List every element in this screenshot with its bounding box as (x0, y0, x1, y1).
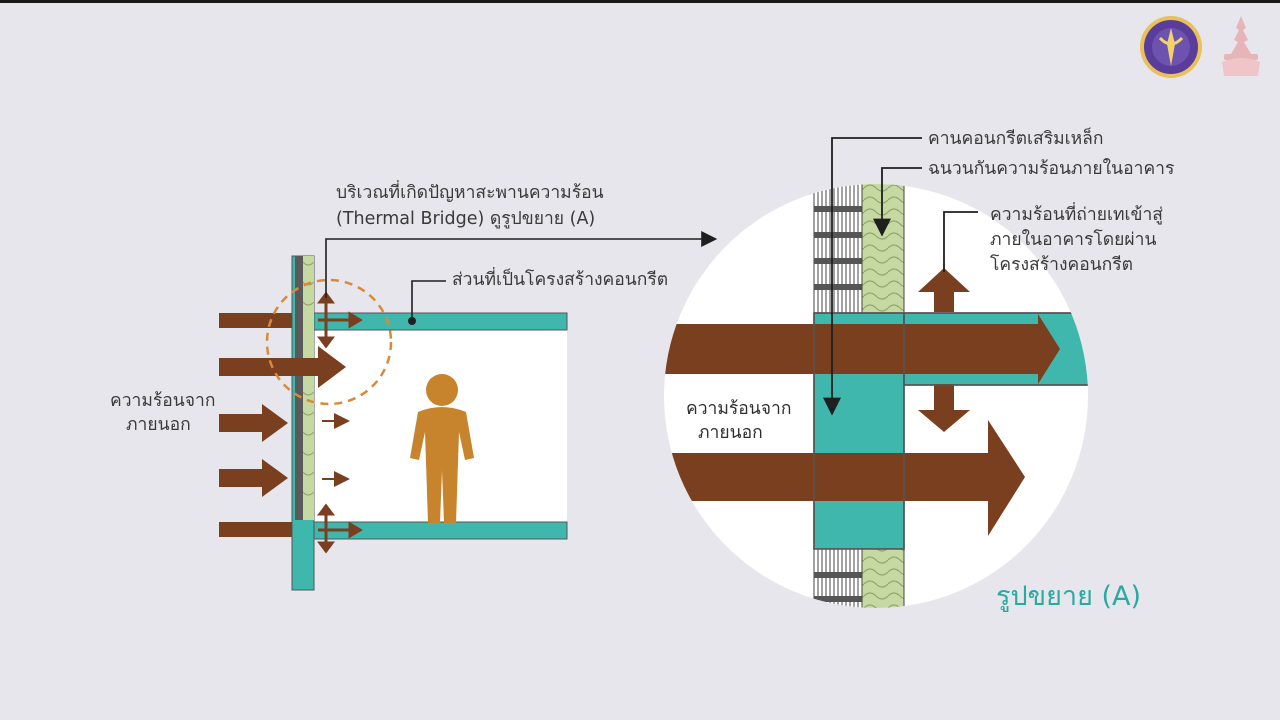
dark-wall-strip (295, 256, 303, 520)
beam-label: คานคอนกรีตเสริมเหล็ก (928, 129, 1104, 149)
person-icon (410, 374, 474, 523)
thermal-bridge-label-line2: (Thermal Bridge) ดูรูปขยาย (A) (336, 209, 596, 229)
thermal-bridge-label-line1: บริเวณที่เกิดปัญหาสะพานความร้อน (336, 183, 604, 203)
heat-transfer-label-line1: ความร้อนที่ถ่ายเทเข้าสู่ (990, 205, 1163, 225)
zoom-outside-heat-line1: ความร้อนจาก (686, 399, 792, 419)
thermal-bridge-highlight (265, 278, 393, 406)
left-outside-heat-line1: ความร้อนจาก (110, 391, 216, 411)
zoom-heat-arrows (664, 268, 1060, 536)
heat-transfer-label-line3: โครงสร้างคอนกรีต (990, 255, 1134, 275)
heat-transfer-label-line2: ภายในอาคารโดยผ่าน (990, 230, 1157, 250)
zoom-caption: รูปขยาย (A) (996, 581, 1142, 612)
wall-insulation (303, 256, 314, 520)
left-outside-heat-line2: ภายนอก (126, 415, 191, 435)
top-border-line (0, 0, 1280, 3)
university-seal-icon (1140, 16, 1202, 78)
concrete-structure-label: ส่วนที่เป็นโครงสร้างคอนกรีต (452, 270, 669, 290)
outside-heat-arrows (219, 313, 346, 537)
insulation-label: ฉนวนกันความร้อนภายในอาคาร (928, 159, 1175, 179)
zoom-outside-heat-line2: ภายนอก (698, 423, 763, 443)
chulalongkorn-crest-icon (1222, 16, 1260, 76)
